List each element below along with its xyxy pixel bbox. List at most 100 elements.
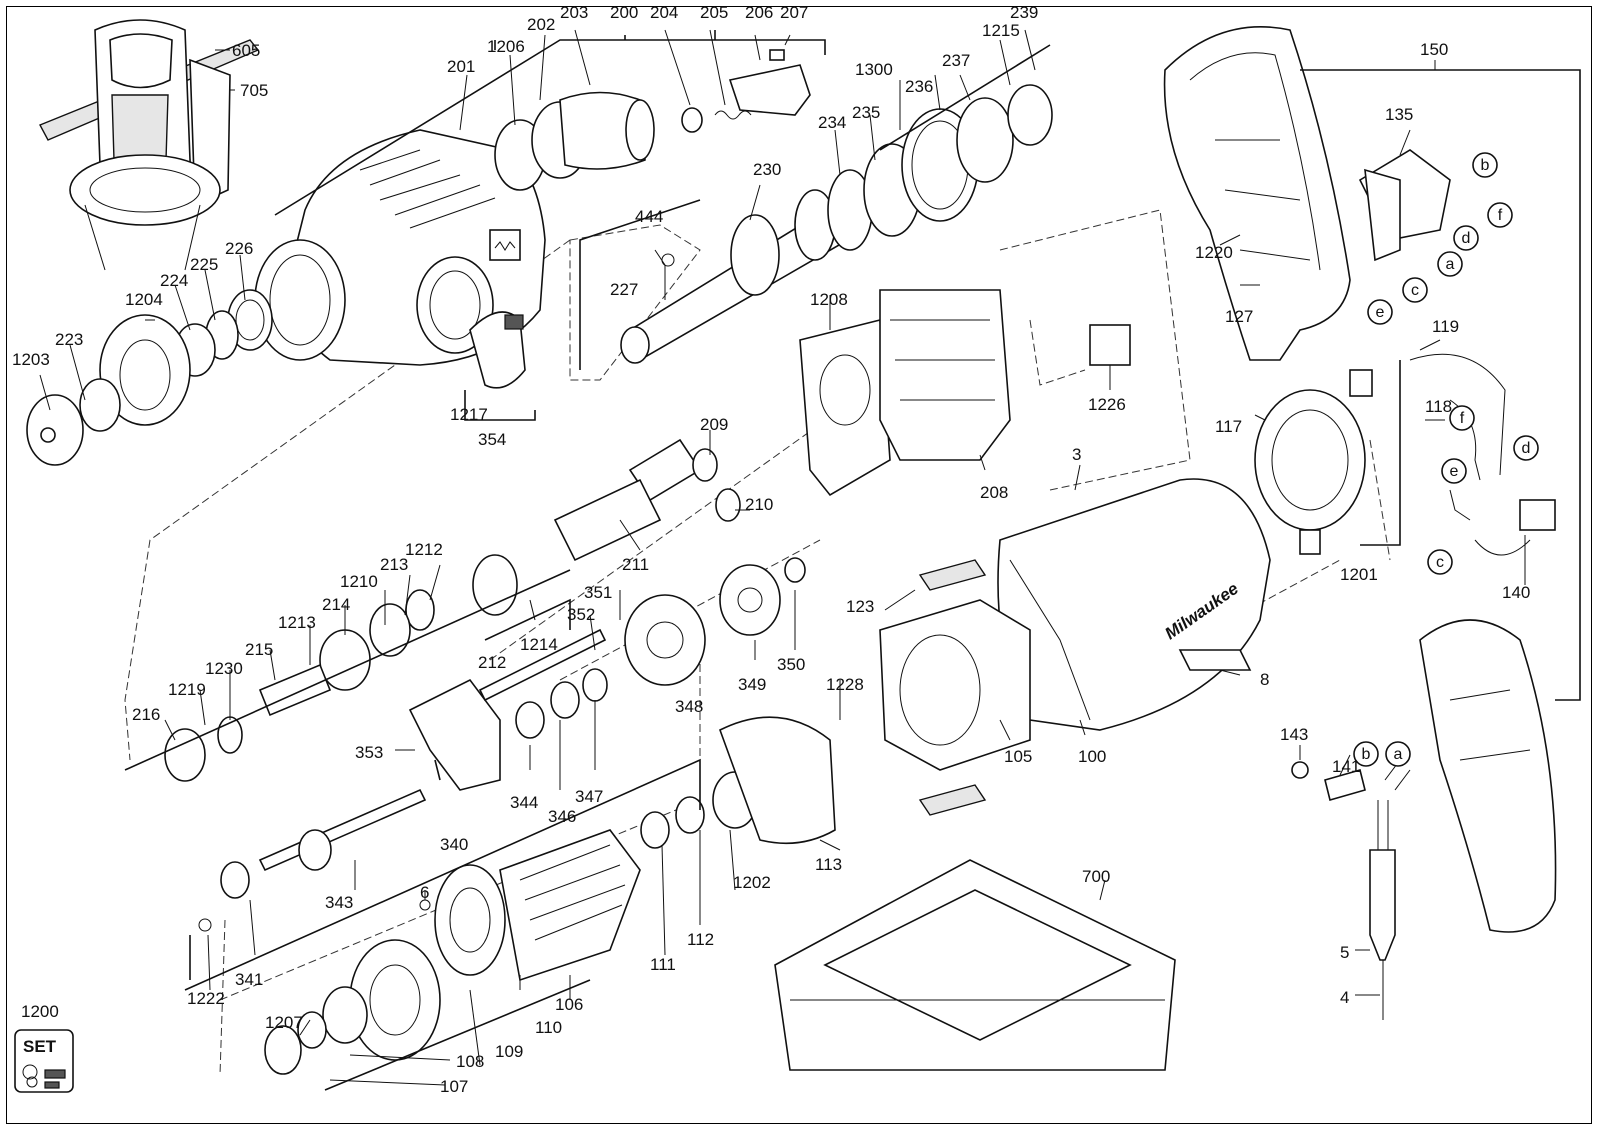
part-label: 349: [738, 675, 766, 694]
part-label: 143: [1280, 725, 1308, 744]
wire-letter: b: [1362, 746, 1371, 763]
part-label: 235: [852, 103, 880, 122]
part-label: 6: [420, 883, 429, 902]
part-label: 1208: [810, 290, 848, 309]
part-label: 201: [447, 57, 475, 76]
part-label: 354: [478, 430, 506, 449]
wire-letter-circle: [1513, 435, 1539, 461]
part-label: 347: [575, 787, 603, 806]
part-label: 202: [527, 15, 555, 34]
field-coil: [879, 599, 1031, 771]
carrying-case: [774, 859, 1176, 1071]
part-label: 210: [745, 495, 773, 514]
part-label: 113: [815, 855, 842, 874]
part-label: 1230: [205, 659, 243, 678]
part-label: 225: [190, 255, 218, 274]
part-label: 204: [650, 3, 678, 22]
part-label: 123: [846, 597, 874, 616]
part-label: 353: [355, 743, 383, 762]
part-label: 5: [1340, 943, 1349, 962]
part-label: 150: [1420, 40, 1448, 59]
part-label: 127: [1225, 307, 1253, 326]
crank-gears: [624, 557, 806, 686]
trigger-switch: [1358, 149, 1451, 262]
part-label: 203: [560, 3, 588, 22]
wire-letter-circle: [1385, 741, 1411, 767]
part-label: 112: [687, 930, 714, 949]
wire-letter-circle: [1402, 277, 1428, 303]
part-label: 107: [440, 1077, 468, 1096]
latch-parts: [681, 49, 811, 133]
wire-letter-circle: [1453, 225, 1479, 251]
part-label: 227: [610, 280, 638, 299]
wire-letter: d: [1522, 440, 1531, 457]
part-label: 1212: [405, 540, 443, 559]
part-label: 1214: [520, 635, 558, 654]
drawing-frame: [6, 6, 1592, 1124]
part-label: 1206: [487, 37, 525, 56]
part-label: 206: [745, 3, 773, 22]
part-label: 444: [635, 207, 663, 226]
wires: [1384, 353, 1531, 791]
wire-letter-circle: [1367, 299, 1393, 325]
fan-baffle: [264, 899, 441, 1075]
wire-letter: b: [1481, 157, 1490, 174]
part-label: 1204: [125, 290, 163, 309]
part-label: 105: [1004, 747, 1032, 766]
part-label: 200: [610, 3, 638, 22]
part-label: 1213: [278, 613, 316, 632]
wire-letter: a: [1446, 256, 1455, 273]
part-label: 237: [942, 51, 970, 70]
part-label: 140: [1502, 583, 1530, 602]
part-label: 205: [700, 3, 728, 22]
wire-letter-circle: [1353, 741, 1379, 767]
part-label: 1228: [826, 675, 864, 694]
group-brackets: [124, 30, 1581, 1091]
brush-holder: [1089, 324, 1556, 555]
set-badge-label: SET: [23, 1037, 57, 1056]
armature: [434, 716, 836, 982]
part-label: 216: [132, 705, 160, 724]
part-label: 343: [325, 893, 353, 912]
part-label: 1201: [1340, 565, 1378, 584]
part-label: 700: [1082, 867, 1110, 886]
wire-letter-circle: [1487, 202, 1513, 228]
part-label: 108: [456, 1052, 484, 1071]
wire-letter-circle: [1437, 251, 1463, 277]
front-rings: [26, 289, 273, 466]
part-label: 117: [1215, 417, 1242, 436]
part-label: 340: [440, 835, 468, 854]
part-label: 346: [548, 807, 576, 826]
part-label: 1210: [340, 572, 378, 591]
pads: [918, 559, 1252, 816]
wire-letter-circle: [1441, 458, 1467, 484]
shift-fork-and-shaft: [408, 628, 608, 791]
part-label: 135: [1385, 105, 1413, 124]
part-label: 234: [818, 113, 846, 132]
part-label: 209: [700, 415, 728, 434]
wire-letter: a: [1394, 746, 1403, 763]
part-label: 223: [55, 330, 83, 349]
gearbox-housing: [799, 289, 1011, 497]
wire-letter-circle: [1427, 549, 1453, 575]
part-label: 3: [1072, 445, 1081, 464]
part-label: 212: [478, 653, 506, 672]
part-label: 111: [650, 955, 676, 974]
part-label: 344: [510, 793, 538, 812]
part-label: 236: [905, 77, 933, 96]
part-label: 350: [777, 655, 805, 674]
part-label: 208: [980, 483, 1008, 502]
part-label: 106: [555, 995, 583, 1014]
spindle: [620, 189, 867, 364]
part-label: 1202: [733, 873, 771, 892]
part-label: 224: [160, 271, 188, 290]
part-label: 119: [1432, 317, 1459, 336]
wire-letter: d: [1462, 230, 1471, 247]
part-label: 1220: [1195, 243, 1233, 262]
part-label: 348: [675, 697, 703, 716]
part-label: 118: [1425, 397, 1452, 416]
part-label: 1203: [12, 350, 50, 369]
part-label: 341: [235, 970, 263, 989]
